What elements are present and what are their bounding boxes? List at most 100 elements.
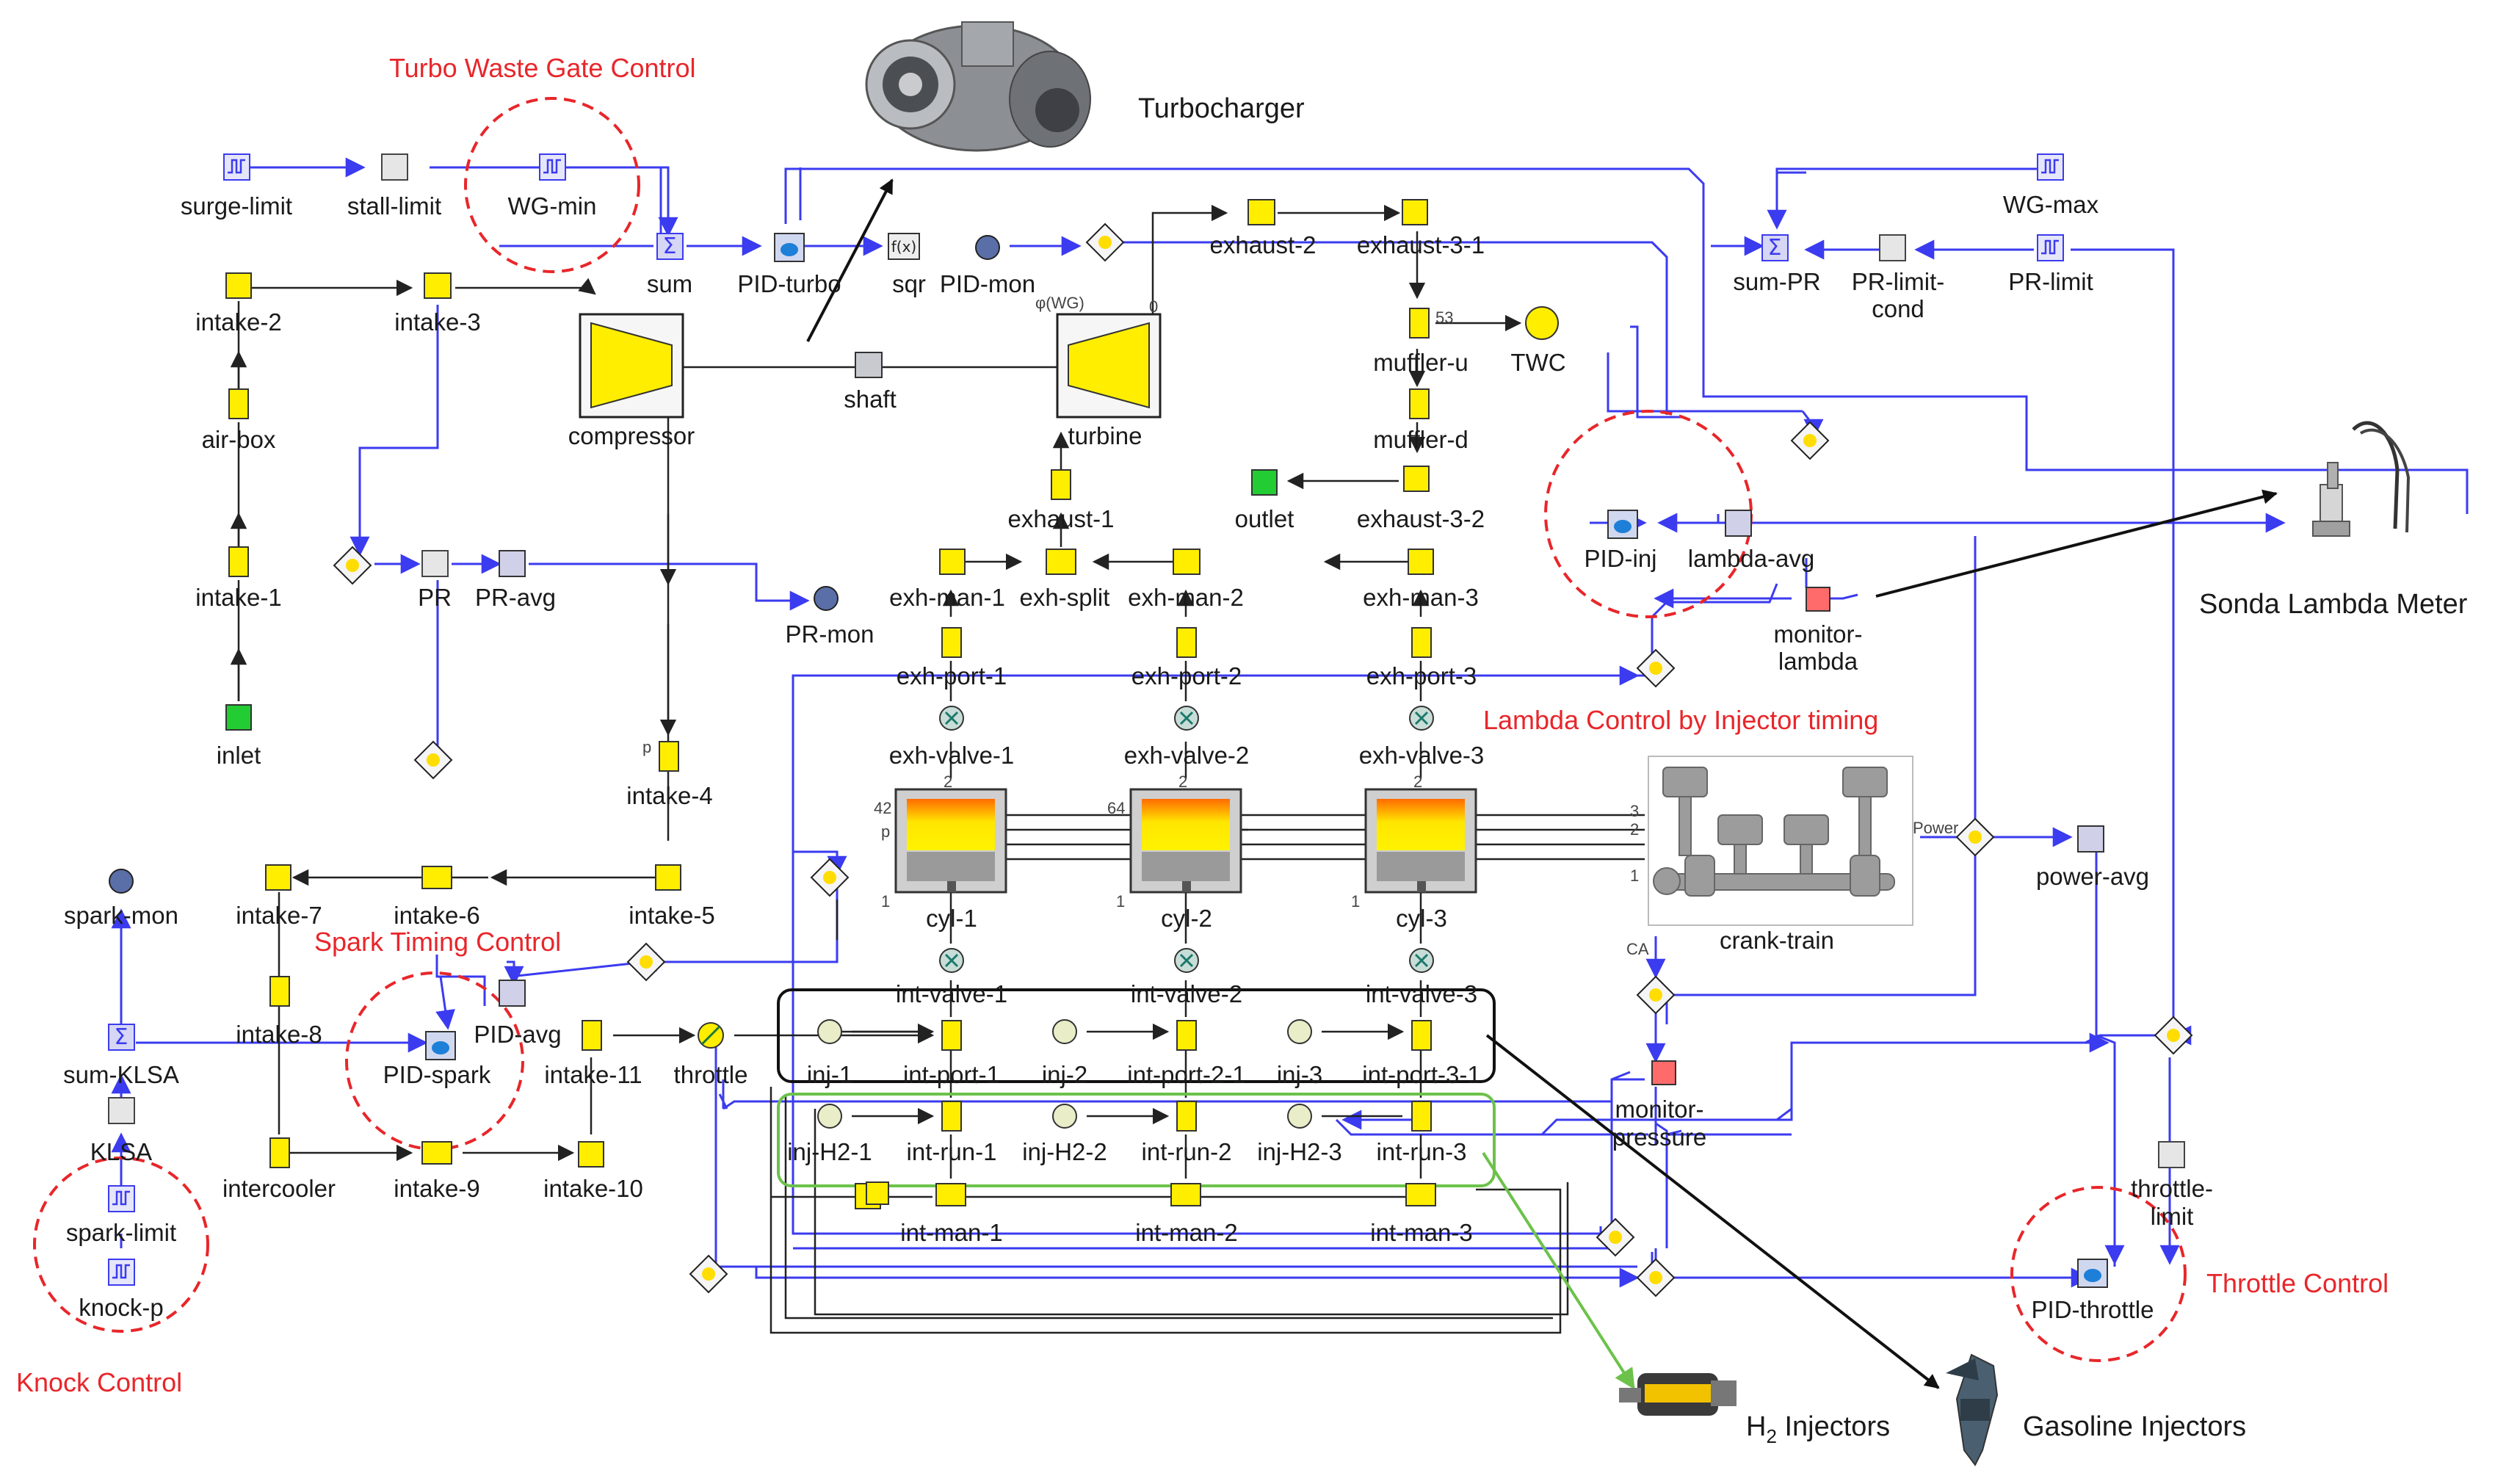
label-sqr: sqr: [892, 270, 926, 297]
label-exhaust-2: exhaust-2: [1210, 231, 1317, 258]
inj-h2-3-icon: [1287, 1104, 1312, 1129]
svg-text:CA: CA: [1626, 940, 1649, 958]
exhaust-1-block: [1051, 469, 1071, 500]
pid-avg-block: [499, 980, 526, 1007]
cylinder-3: [1364, 788, 1477, 894]
int-port-1-block: [941, 1020, 962, 1051]
spark-limit-icon: [108, 1185, 135, 1212]
label-exh-port-1: exh-port-1: [897, 662, 1007, 689]
pr-limit-cond-block: [1879, 234, 1906, 261]
label-monitor-lambda-2: lambda: [1778, 648, 1858, 675]
label-int-run-1: int-run-1: [907, 1138, 997, 1165]
intake-1-block: [228, 546, 249, 577]
label-exh-split: exh-split: [1020, 584, 1110, 611]
sum-klsa-block: [108, 1024, 135, 1051]
pid-turbo-block: [774, 233, 805, 262]
label-intake-1: intake-1: [195, 584, 281, 611]
label-muffler-d: muffler-d: [1373, 426, 1469, 453]
label-int-valve-3: int-valve-3: [1366, 980, 1477, 1007]
pr-mon-gauge: [814, 586, 839, 611]
port-numbers: 42 64 53 0 φ(WG) Power CA p p 1 1 1 3 2 …: [642, 294, 1958, 958]
label-knock-p: knock-p: [79, 1294, 164, 1321]
svg-text:2: 2: [1178, 772, 1187, 791]
label-power-avg: power-avg: [2036, 863, 2149, 890]
label-inj-2: inj-2: [1042, 1061, 1087, 1088]
label-wg-max: WG-max: [2003, 191, 2099, 218]
inj-3-icon: [1287, 1019, 1312, 1044]
label-int-valve-2: int-valve-2: [1131, 980, 1242, 1007]
pr-block: [421, 550, 449, 577]
label-exh-man-3: exh-man-3: [1363, 584, 1479, 611]
label-inj-h2-3: inj-H2-3: [1257, 1138, 1342, 1165]
svg-text:42: 42: [874, 799, 891, 817]
lambda-avg-block: [1725, 510, 1752, 537]
label-muffler-u: muffler-u: [1373, 349, 1469, 376]
int-man-3-block: [1405, 1183, 1436, 1206]
label-wg-min: WG-min: [508, 192, 597, 220]
intake-10-block: [578, 1141, 604, 1168]
int-run-3-block: [1411, 1101, 1432, 1132]
int-run-2-block: [1176, 1101, 1197, 1132]
shaft-block: [855, 352, 883, 378]
label-spark-mon: spark-mon: [64, 902, 178, 929]
inj-h2-1-icon: [817, 1104, 842, 1129]
turbocharger-caption: Turbocharger: [1138, 93, 1305, 124]
svg-text:Σ: Σ: [115, 1024, 128, 1050]
pid-controllers: [425, 233, 2108, 1288]
exh-man-2-block: [1173, 549, 1201, 575]
pid-spark-block: [425, 1031, 456, 1060]
label-int-port-1: int-port-1: [903, 1061, 1000, 1088]
sum-block: [656, 233, 684, 260]
label-intake-3: intake-3: [394, 308, 480, 336]
label-surge-limit: surge-limit: [181, 192, 292, 220]
svg-text:1: 1: [1116, 892, 1125, 911]
power-avg-block: [2077, 825, 2104, 853]
label-int-run-3: int-run-3: [1377, 1138, 1467, 1165]
label-pr: PR: [418, 584, 452, 611]
svg-text:Power: Power: [1913, 819, 1958, 837]
intake-4-block: [659, 741, 679, 772]
label-int-man-1: int-man-1: [900, 1219, 1002, 1246]
intake-7-block: [265, 864, 291, 891]
exh-port-3-block: [1411, 627, 1432, 658]
int-run-1-block: [941, 1101, 962, 1132]
intercooler-block: [269, 1137, 290, 1168]
cylinder-1: [894, 788, 1007, 894]
int-port-2-1-block: [1176, 1020, 1197, 1051]
label-crank-train: crank-train: [1720, 927, 1834, 954]
crank-train-picture: [1648, 756, 1913, 926]
label-exhaust-3-2: exhaust-3-2: [1357, 505, 1485, 532]
label-sum-pr: sum-PR: [1733, 268, 1820, 295]
label-exh-valve-2: exh-valve-2: [1124, 742, 1250, 769]
label-inlet: inlet: [217, 742, 261, 769]
svg-text:1: 1: [1351, 892, 1360, 911]
svg-text:p: p: [881, 822, 890, 841]
flow-lines: [230, 204, 1645, 1334]
label-pid-spark: PID-spark: [383, 1061, 491, 1088]
label-pr-avg: PR-avg: [475, 584, 556, 611]
label-intake-7: intake-7: [236, 902, 322, 929]
cylinder-2: [1129, 788, 1242, 894]
label-pr-limit: PR-limit: [2008, 268, 2093, 295]
label-intake-2: intake-2: [195, 308, 281, 336]
spark-timing-title: Spark Timing Control: [314, 927, 561, 957]
label-turbine: turbine: [1068, 422, 1142, 449]
h2-injectors-caption: H2 Injectors: [1746, 1411, 1890, 1447]
label-intake-10: intake-10: [543, 1175, 643, 1202]
throttle-control-title: Throttle Control: [2206, 1268, 2389, 1298]
svg-text:Σ: Σ: [1768, 235, 1782, 261]
label-monitor-lambda-1: monitor-: [1773, 620, 1862, 648]
label-pr-mon: PR-mon: [785, 620, 874, 648]
label-cyl-3: cyl-3: [1396, 905, 1447, 932]
pr-avg-block: [499, 550, 526, 577]
inj-h2-2-icon: [1052, 1104, 1077, 1129]
label-compressor: compressor: [568, 422, 695, 449]
label-twc: TWC: [1510, 349, 1565, 376]
inlet-block: [225, 704, 252, 731]
label-exh-port-3: exh-port-3: [1366, 662, 1477, 689]
limit-blocks: [108, 153, 2185, 1168]
label-intake-4: intake-4: [626, 782, 712, 809]
intake-6-block: [421, 866, 452, 889]
gasoline-injectors-caption: Gasoline Injectors: [2023, 1411, 2246, 1442]
